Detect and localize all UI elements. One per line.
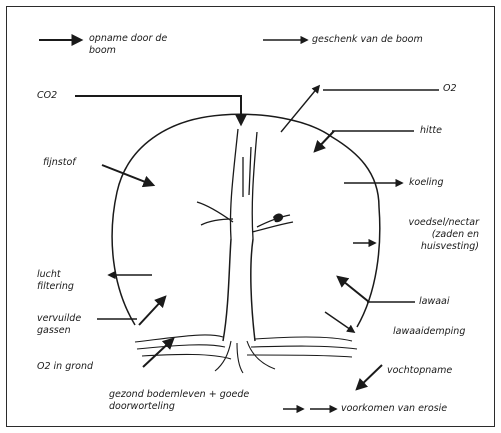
fijnstof-label: fijnstof: [43, 157, 76, 169]
co2-arrow: [75, 96, 241, 124]
lawaai-arrow: [338, 277, 369, 302]
erosie-label: voorkomen van erosie: [341, 403, 447, 415]
lucht-label: lucht filtering: [37, 269, 93, 293]
vocht-arrow: [357, 365, 382, 389]
co2-label: CO2: [37, 90, 57, 102]
o2-arrow: [281, 86, 319, 132]
roots: [135, 335, 357, 373]
hitte-arrow: [315, 131, 334, 151]
koeling-label: koeling: [409, 177, 444, 189]
o2grond-label: O2 in grond: [37, 361, 93, 373]
bodem-label: gezond bodemleven + goede doorworteling: [109, 389, 279, 413]
legend-gift-label: geschenk van de boom: [312, 34, 423, 46]
tree-trunk: [223, 239, 255, 341]
o2grond-arrow: [143, 339, 173, 367]
fijnstof-arrow: [102, 165, 153, 185]
vervuilde-arrow: [139, 297, 165, 325]
o2-label: O2: [443, 83, 457, 95]
lawaaidemping-arrow: [325, 312, 354, 332]
hitte-label: hitte: [420, 125, 442, 137]
tree-crown: [112, 114, 380, 327]
voedsel-label: voedsel/nectar (zaden en huisvesting): [379, 217, 479, 253]
lawaaidemping-label: lawaaidemping: [393, 326, 465, 338]
legend-intake-label: opname door de boom: [89, 33, 179, 57]
lawaai-label: lawaai: [419, 296, 450, 308]
tree-branches: [197, 129, 293, 239]
diagram-frame: opname door de boom geschenk van de boom…: [6, 6, 495, 427]
branch-knot: [273, 213, 283, 222]
vervuilde-label: vervuilde gassen: [37, 313, 97, 337]
vochtopname-label: vochtopname: [387, 365, 452, 377]
